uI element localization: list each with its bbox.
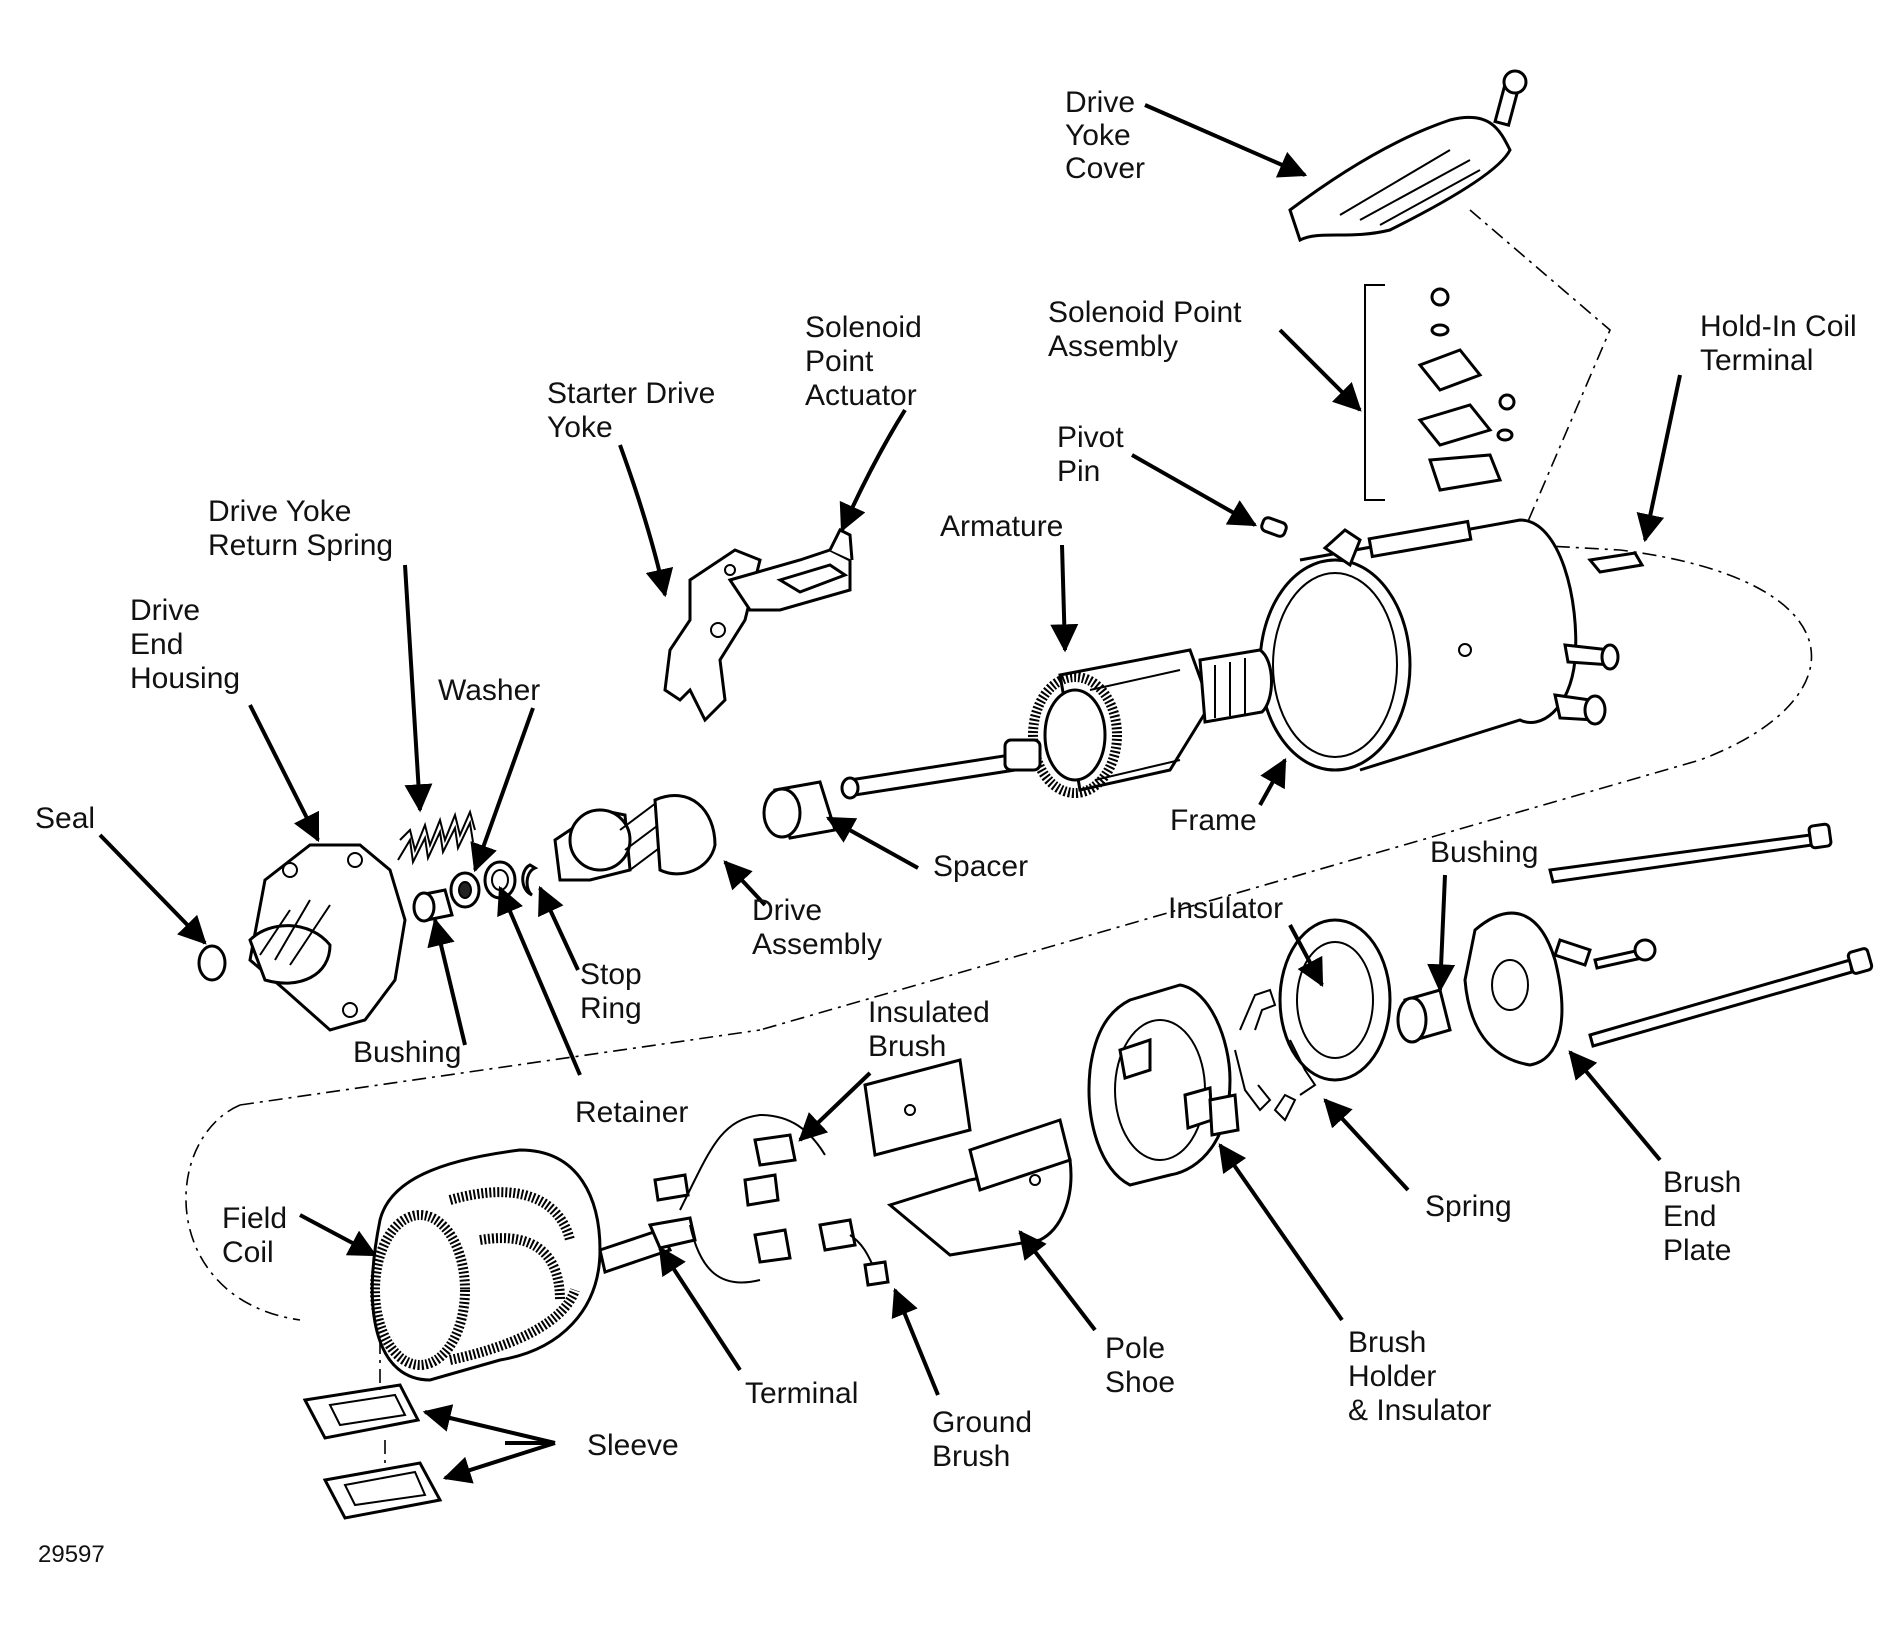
label-retainer: Retainer (575, 1096, 688, 1129)
starter-drive-yoke-part (663, 527, 854, 723)
label-seal: Seal (35, 802, 95, 835)
field-coil-part (370, 1113, 890, 1382)
brush-holder-part (1087, 983, 1240, 1187)
sleeve-parts (302, 1340, 443, 1520)
label-spacer: Spacer (933, 850, 1028, 883)
spacer-part (762, 780, 837, 840)
label-ground-brush: Ground Brush (932, 1406, 1040, 1473)
label-sleeve: Sleeve (587, 1429, 679, 1462)
label-solenoid-point-assembly: Solenoid Point Assembly (1048, 296, 1250, 363)
armature-part (840, 648, 1273, 800)
frame-part (1258, 518, 1620, 772)
label-drive-yoke-return-spring: Drive Yoke Return Spring (208, 495, 393, 562)
label-pole-shoe: Pole Shoe (1105, 1332, 1175, 1399)
label-bushing-top: Bushing (1430, 836, 1538, 869)
drive-assembly-part (553, 794, 717, 882)
label-pivot-pin: Pivot Pin (1057, 421, 1132, 488)
label-frame: Frame (1170, 804, 1257, 837)
label-drive-yoke-cover: Drive Yoke Cover (1065, 86, 1145, 185)
label-insulated-brush: Insulated Brush (868, 996, 998, 1063)
label-hold-in-coil-terminal: Hold-In Coil Terminal (1700, 310, 1865, 377)
label-drive-end-housing: Drive End Housing (130, 594, 240, 695)
return-spring-part (397, 809, 476, 866)
drive-end-housing-part (248, 843, 407, 1032)
label-drive-assembly: Drive Assembly (752, 894, 882, 961)
label-terminal: Terminal (745, 1377, 858, 1410)
label-solenoid-point-actuator: Solenoid Point Actuator (805, 311, 930, 412)
label-insulator: Insulator (1168, 892, 1283, 925)
seal-part (197, 944, 227, 982)
label-bushing-left: Bushing (353, 1036, 461, 1069)
label-stop-ring: Stop Ring (580, 958, 650, 1025)
label-washer: Washer (438, 674, 540, 707)
labels: Drive Yoke Cover Solenoid Point Assembly… (35, 86, 1865, 1568)
label-brush-holder-insulator: Brush Holder & Insulator (1348, 1326, 1491, 1427)
label-spring: Spring (1425, 1190, 1512, 1223)
leader-arrows (98, 103, 1682, 1484)
label-armature: Armature (940, 510, 1063, 543)
hold-in-coil-terminal-part (1587, 551, 1645, 574)
small-parts-row (412, 860, 539, 923)
brush-end-plate-part (1278, 822, 1874, 1082)
figure-number: 29597 (38, 1541, 105, 1568)
label-brush-end-plate: Brush End Plate (1663, 1166, 1750, 1267)
label-field-coil: Field Coil (222, 1202, 295, 1269)
spring-parts (1234, 988, 1317, 1122)
pivot-pin-part (1260, 516, 1288, 538)
insulated-brush-plate-part (863, 1058, 972, 1157)
drive-yoke-cover-part (1288, 69, 1528, 243)
label-starter-drive-yoke: Starter Drive Yoke (547, 377, 724, 444)
solenoid-point-assembly-part (1364, 284, 1516, 501)
